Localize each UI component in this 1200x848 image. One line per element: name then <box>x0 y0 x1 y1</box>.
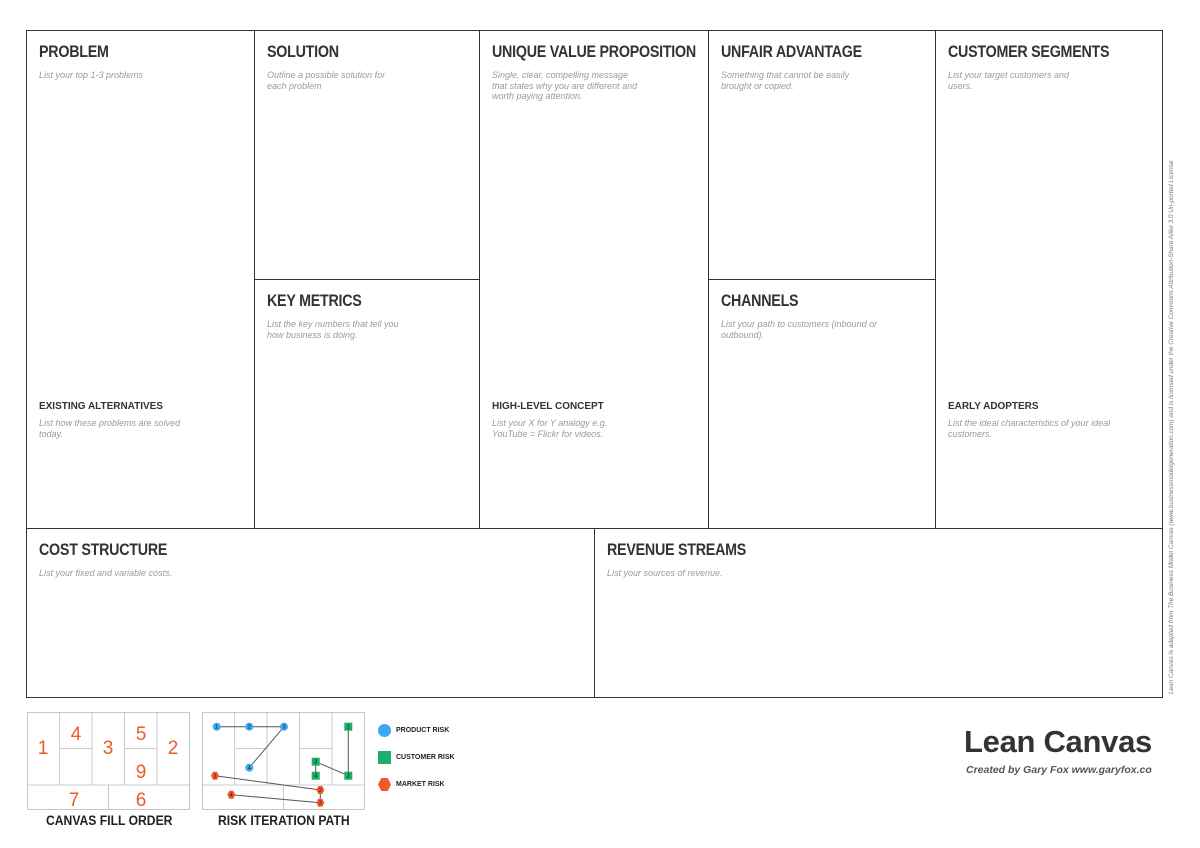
market-risk-marker <box>316 798 325 807</box>
product-risk-marker <box>212 722 221 731</box>
fill-order-caption: CANVAS FILL ORDER <box>46 813 173 828</box>
product-risk-link <box>248 726 285 769</box>
circle-icon <box>378 724 391 737</box>
license-text: Lean Canvas is adapted from The Business… <box>1168 158 1175 694</box>
early-adopters-desc: List the ideal characteristics of your i… <box>948 418 1111 439</box>
uvp-desc: Single, clear, compelling message that s… <box>492 70 638 101</box>
customer-risk-link <box>315 761 349 777</box>
cost-structure-box: COST STRUCTURE List your fixed and varia… <box>26 528 595 698</box>
revenue-streams-desc: List your sources of revenue. <box>607 568 723 578</box>
product-risk-marker <box>245 722 254 731</box>
market-risk-label: 4 <box>230 793 233 799</box>
fill-number-uvp: 3 <box>103 738 114 759</box>
market-risk-link <box>231 794 321 804</box>
square-icon <box>378 751 391 764</box>
key-metrics-box: KEY METRICS List the key numbers that te… <box>254 279 480 529</box>
customer-risk-label: 2 <box>347 774 350 780</box>
unfair-advantage-desc: Something that cannot be easily brought … <box>721 70 850 91</box>
channels-box: CHANNELS List your path to customers (in… <box>708 279 936 529</box>
market-risk-marker <box>227 790 236 799</box>
customer-risk-label: 4 <box>314 774 317 780</box>
customer-segments-box: CUSTOMER SEGMENTS List your target custo… <box>935 30 1163 529</box>
customer-risk-label: 3 <box>314 760 317 766</box>
legend-customer-risk: CUSTOMER RISK <box>378 751 455 764</box>
customer-risk-marker <box>344 771 353 780</box>
unfair-advantage-box: UNFAIR ADVANTAGE Something that cannot b… <box>708 30 936 280</box>
early-adopters-title: EARLY ADOPTERS <box>948 400 1039 412</box>
high-level-concept-title: HIGH-LEVEL CONCEPT <box>492 400 604 412</box>
customer-risk-marker <box>344 722 353 731</box>
revenue-streams-box: REVENUE STREAMS List your sources of rev… <box>594 528 1163 698</box>
customer-risk-marker <box>311 771 320 780</box>
key-metrics-desc: List the key numbers that tell you how b… <box>267 319 399 340</box>
market-risk-link <box>214 775 321 791</box>
existing-alternatives-title: EXISTING ALTERNATIVES <box>39 400 163 412</box>
customer-segments-title: CUSTOMER SEGMENTS <box>948 42 1110 61</box>
product-risk-marker <box>280 722 288 731</box>
solution-title: SOLUTION <box>267 42 339 61</box>
fill-number-customer-segments: 2 <box>168 738 179 759</box>
market-risk-label: 3 <box>319 801 322 807</box>
solution-box: SOLUTION Outline a possible solution for… <box>254 30 480 280</box>
fill-number-problem: 1 <box>38 738 49 759</box>
revenue-streams-title: REVENUE STREAMS <box>607 540 747 559</box>
solution-desc: Outline a possible solution for each pro… <box>267 70 386 91</box>
market-risk-marker <box>316 786 325 794</box>
canvas-fill-order-thumbnail: 1 2 3 4 5 9 7 6 <box>27 712 190 810</box>
channels-desc: List your path to customers (inbound or … <box>721 319 878 340</box>
existing-alternatives-desc: List how these problems are solved today… <box>39 418 181 439</box>
legend-product-risk: PRODUCT RISK <box>378 724 449 737</box>
unfair-advantage-title: UNFAIR ADVANTAGE <box>721 42 862 61</box>
legend-market-risk: MARKET RISK <box>378 778 445 791</box>
product-risk-label: 4 <box>248 766 251 772</box>
fill-number-cost-structure: 7 <box>69 790 80 810</box>
product-risk-marker <box>245 763 254 772</box>
product-risk-label: 1 <box>215 725 218 731</box>
brand-title: Lean Canvas <box>964 724 1152 759</box>
customer-segments-desc: List your target customers and users. <box>948 70 1070 91</box>
cost-structure-title: COST STRUCTURE <box>39 540 168 559</box>
customer-risk-label: 1 <box>347 725 350 731</box>
market-risk-marker <box>211 771 219 780</box>
hexagon-icon <box>378 778 391 791</box>
customer-risk-marker <box>311 757 320 766</box>
problem-desc: List your top 1-3 problems <box>39 70 144 80</box>
channels-title: CHANNELS <box>721 291 799 310</box>
market-risk-label: 2 <box>319 788 322 794</box>
fill-number-revenue-streams: 6 <box>136 790 147 810</box>
brand-subtitle: Created by Gary Fox www.garyfox.co <box>966 764 1152 776</box>
risk-iteration-path-thumbnail: 1 2 3 4 1 2 3 4 1 2 3 4 <box>202 712 365 810</box>
fill-number-channels: 9 <box>136 762 147 783</box>
fill-number-unfair-advantage: 5 <box>136 724 147 745</box>
product-risk-label: 3 <box>282 725 285 731</box>
problem-title: PROBLEM <box>39 42 109 61</box>
risk-path-caption: RISK ITERATION PATH <box>218 813 350 828</box>
uvp-box: UNIQUE VALUE PROPOSITION Single, clear, … <box>479 30 709 529</box>
key-metrics-title: KEY METRICS <box>267 291 362 310</box>
problem-box: PROBLEM List your top 1-3 problems EXIST… <box>26 30 255 529</box>
product-risk-label: 2 <box>248 725 251 731</box>
cost-structure-desc: List your fixed and variable costs. <box>39 568 173 578</box>
uvp-title: UNIQUE VALUE PROPOSITION <box>492 42 696 61</box>
high-level-concept-desc: List your X for Y analogy e.g. YouTube =… <box>492 418 608 439</box>
market-risk-label: 1 <box>213 774 216 780</box>
fill-number-solution: 4 <box>71 724 82 745</box>
